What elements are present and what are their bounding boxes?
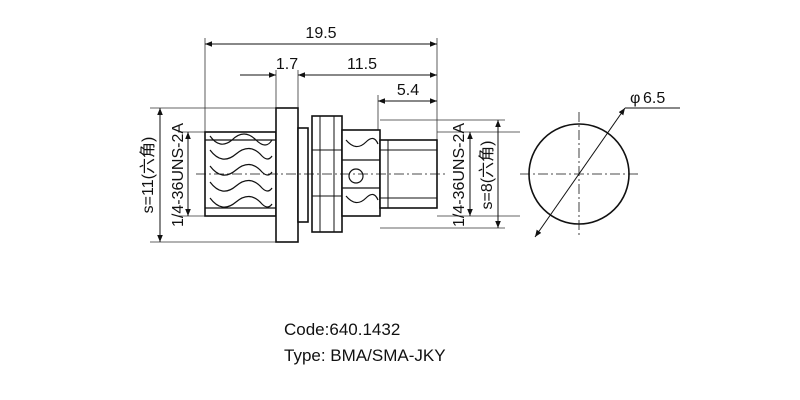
dim-text-flange: 1.7	[276, 56, 298, 73]
left-thread-pattern	[205, 133, 276, 209]
hex-nut-detail	[312, 116, 342, 232]
product-code: Code:640.1432	[284, 320, 401, 339]
product-type: Type: BMA/SMA-JKY	[284, 346, 446, 365]
dim-text-diameter-prefix: φ	[630, 90, 640, 107]
rear-thread-pattern	[342, 137, 380, 204]
dim-text-right-thread: 1/4-36UNS-2A	[451, 123, 468, 227]
dim-text-pin: 5.4	[397, 82, 419, 99]
dim-line-diameter	[534, 107, 626, 238]
connector-body	[204, 107, 438, 243]
lock-washer	[297, 127, 309, 223]
dim-text-right-hex: s=8(六角)	[478, 141, 496, 210]
dim-text-left-hex: s=11(六角)	[139, 137, 157, 214]
end-view	[520, 107, 680, 238]
plug-end-detail	[380, 140, 437, 208]
dim-text-diameter: 6.5	[643, 90, 665, 107]
extension-lines	[150, 38, 520, 243]
dimension-lines	[157, 41, 501, 242]
dim-text-overall: 19.5	[305, 25, 336, 42]
dim-text-rear: 11.5	[347, 56, 377, 73]
mounting-flange	[275, 107, 299, 243]
rear-body	[341, 129, 381, 217]
rear-body-hole	[348, 168, 364, 184]
dim-text-left-thread: 1/4-36UNS-2A	[170, 123, 187, 227]
